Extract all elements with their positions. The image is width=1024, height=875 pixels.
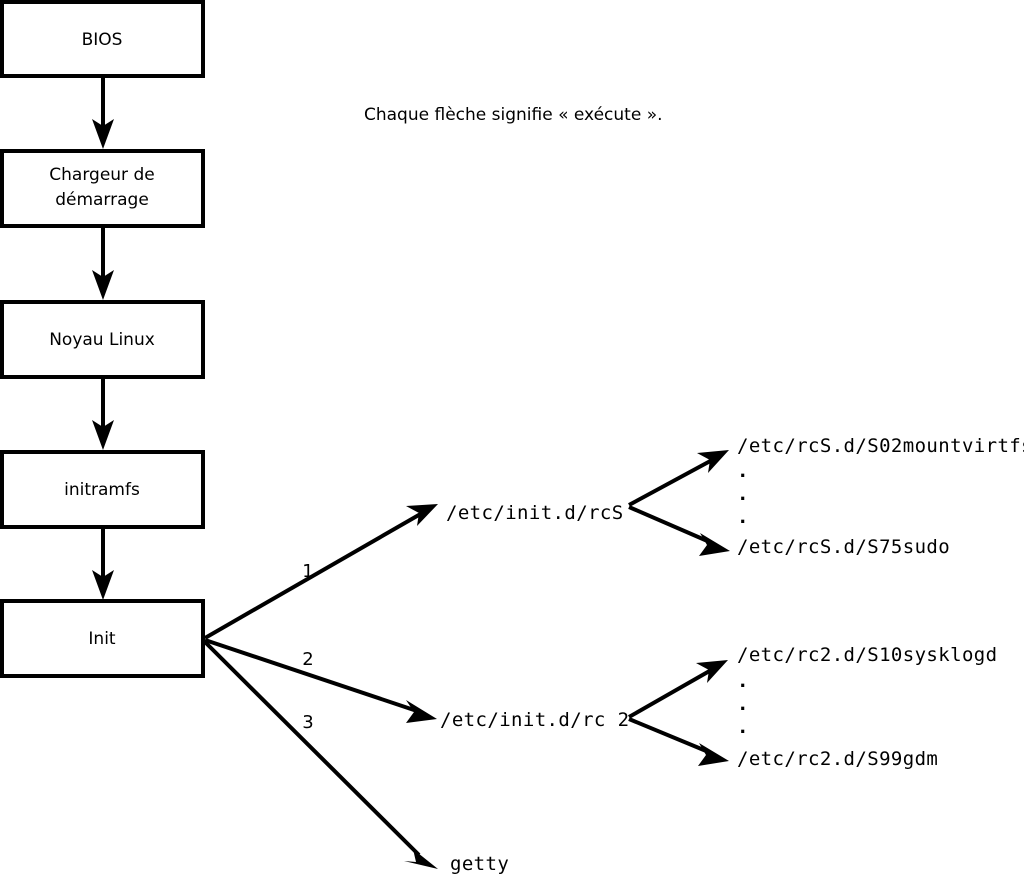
arrow-head-triangle	[92, 570, 114, 600]
label-rcs-last-script: /etc/rcS.d/S75sudo	[737, 536, 950, 558]
box-bios-label: BIOS	[82, 30, 123, 50]
arrow-bios-to-bootloader	[92, 76, 114, 149]
label-etc-init-d-rcs: /etc/init.d/rcS	[446, 502, 624, 524]
arrow-kernel-to-initramfs	[92, 377, 114, 450]
rc2-ellipsis-dot-3: .	[737, 716, 748, 738]
arrow-head-triangle	[697, 450, 729, 473]
box-bios-rect	[0, 0, 205, 78]
branch-number-2: 2	[302, 649, 313, 670]
box-bootloader[interactable]: Chargeur de démarrage	[0, 149, 205, 228]
label-getty: getty	[450, 853, 509, 875]
box-init-label: Init	[88, 629, 116, 649]
label-rc2-first-script: /etc/rc2.d/S10sysklogd	[737, 644, 997, 666]
diagram-caption: Chaque flèche signifie « exécute ».	[364, 105, 663, 125]
arrow-head-triangle	[699, 533, 730, 556]
arrow-initramfs-to-init	[92, 527, 114, 600]
arrow-head-triangle	[92, 119, 114, 149]
arrow-init-branch-3	[203, 640, 438, 869]
box-kernel-label: Noyau Linux	[49, 330, 155, 350]
rcs-ellipsis-dot-3: .	[737, 506, 748, 528]
arrow-shaft	[204, 638, 418, 713]
rcs-ellipsis-dot-2: .	[737, 483, 748, 505]
arrow-shaft	[628, 505, 713, 545]
arrow-init-branch-1	[204, 504, 438, 640]
arrow-head-triangle	[406, 504, 438, 526]
arrow-shaft	[628, 717, 712, 755]
box-bios[interactable]: BIOS	[0, 0, 205, 78]
arrow-head-triangle	[92, 270, 114, 300]
branch-number-1: 1	[302, 561, 313, 582]
arrow-head-triangle	[696, 660, 728, 683]
box-initramfs-rect	[0, 450, 205, 529]
rc2-ellipsis-dot-2: .	[737, 693, 748, 715]
box-initramfs[interactable]: initramfs	[0, 450, 205, 529]
box-bootloader-label-line1: Chargeur de	[49, 165, 154, 185]
arrow-rc2-to-last-script	[628, 717, 729, 766]
arrow-shaft	[204, 510, 425, 640]
arrow-head-triangle	[404, 849, 438, 869]
arrow-shaft	[628, 667, 714, 719]
arrow-shaft	[628, 457, 715, 507]
arrow-head-triangle	[92, 420, 114, 450]
box-init-rect	[0, 599, 205, 678]
branch-number-3: 3	[302, 712, 313, 733]
arrow-rcs-to-first-script	[628, 450, 729, 507]
arrow-bootloader-to-kernel	[92, 226, 114, 300]
label-rcs-first-script: /etc/rcS.d/S02mountvirtfs	[737, 435, 1024, 457]
box-bootloader-label-line2: démarrage	[55, 190, 149, 210]
arrow-shaft	[203, 640, 421, 857]
label-rc2-last-script: /etc/rc2.d/S99gdm	[737, 748, 938, 770]
box-init[interactable]: Init	[0, 599, 205, 678]
box-bootloader-rect	[0, 149, 205, 228]
rcs-ellipsis-dot-1: .	[737, 460, 748, 482]
arrow-rc2-to-first-script	[628, 660, 728, 719]
box-kernel[interactable]: Noyau Linux	[0, 300, 205, 379]
rc2-ellipsis-dot-1: .	[737, 670, 748, 692]
arrow-init-branch-2	[204, 638, 437, 723]
arrow-head-triangle	[698, 743, 729, 766]
arrow-head-triangle	[406, 700, 437, 723]
arrow-rcs-to-last-script	[628, 505, 730, 556]
label-etc-init-d-rc2: /etc/init.d/rc 2	[440, 709, 629, 731]
box-initramfs-label: initramfs	[64, 480, 140, 500]
